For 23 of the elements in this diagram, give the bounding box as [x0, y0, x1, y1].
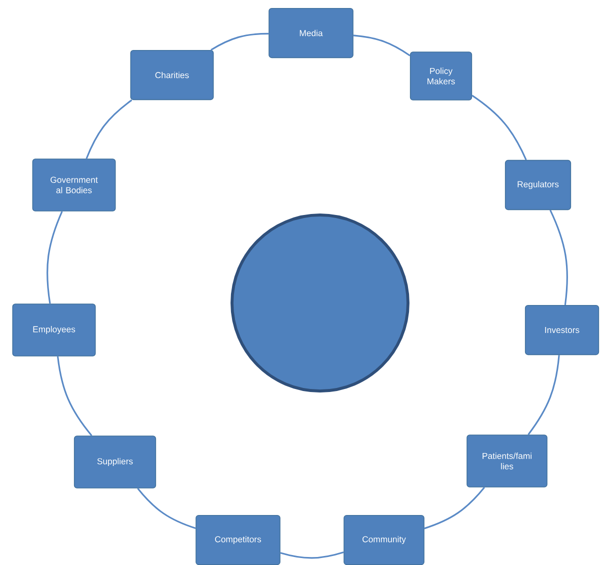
stakeholder-box: Employees	[12, 304, 96, 356]
stakeholder-box: Regulators	[504, 160, 572, 210]
connector	[210, 32, 269, 51]
connector	[424, 486, 485, 530]
connector	[46, 211, 63, 304]
stakeholder-box: Community	[344, 514, 424, 565]
connector	[472, 94, 527, 160]
connector	[56, 356, 92, 436]
stakeholder-box: Suppliers	[74, 436, 156, 488]
connector	[137, 488, 196, 530]
connector	[280, 552, 344, 559]
stakeholder-box: Media	[268, 8, 354, 58]
stakeholder-box: Investors	[524, 304, 600, 356]
stakeholder-box: Government al Bodies	[32, 158, 116, 212]
connector	[550, 210, 568, 306]
connector	[86, 99, 132, 159]
stakeholder-box: Charities	[130, 50, 214, 100]
stakeholder-box: Patients/fami lies	[466, 434, 548, 488]
stakeholder-box: Competitors	[196, 514, 280, 565]
connector	[528, 355, 560, 436]
stakeholder-box: Policy Makers	[410, 52, 472, 100]
connector	[353, 34, 410, 56]
circle	[230, 214, 410, 392]
